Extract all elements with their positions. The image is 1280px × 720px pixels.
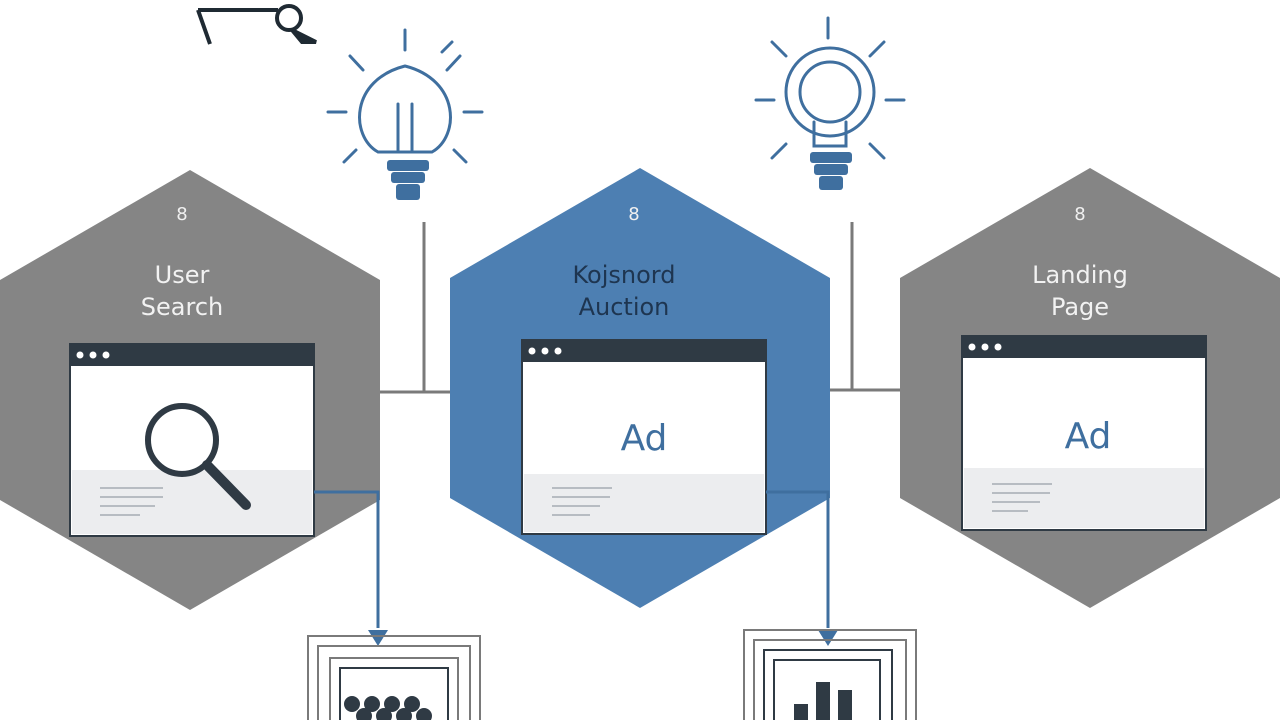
hex-keyword-auction-label-line1: Kojsnord [573, 261, 676, 289]
arrow-head-left [368, 630, 388, 646]
hex-user-search-label-line1: User [155, 261, 210, 289]
lightbulb-icon-left [326, 28, 484, 164]
browser-window-ad-center: Ad [521, 339, 767, 535]
browser-window-search [69, 343, 315, 537]
browser-window-ad-right: Ad [961, 335, 1207, 531]
document-stack-icon [307, 635, 481, 720]
down-arrows [314, 490, 830, 628]
document-stack-chart-frame [743, 629, 917, 720]
hex-keyword-auction-label-line2: Auction [579, 293, 670, 321]
ad-label-right: Ad [1065, 416, 1112, 457]
ad-label-center: Ad [621, 418, 668, 459]
hex-landing-page-label-line2: Page [1051, 293, 1109, 321]
lightbulb-base-right [810, 152, 852, 190]
magnifier-icon [145, 403, 251, 510]
hex-user-search-label-line2: Search [141, 293, 223, 321]
arrow-head-right [818, 630, 838, 646]
lightbulb-icon-right [754, 16, 906, 160]
lightbulb-base-left [387, 160, 429, 200]
bar-chart-icon [794, 682, 852, 720]
hex-keyword-auction-glyph: 8 [628, 204, 639, 225]
hex-landing-page-label-line1: Landing [1032, 261, 1128, 289]
hex-user-search-glyph: 8 [176, 204, 187, 225]
key-icon [196, 4, 317, 45]
puzzle-pieces-icon [344, 696, 432, 720]
hex-landing-page-glyph: 8 [1074, 204, 1085, 225]
